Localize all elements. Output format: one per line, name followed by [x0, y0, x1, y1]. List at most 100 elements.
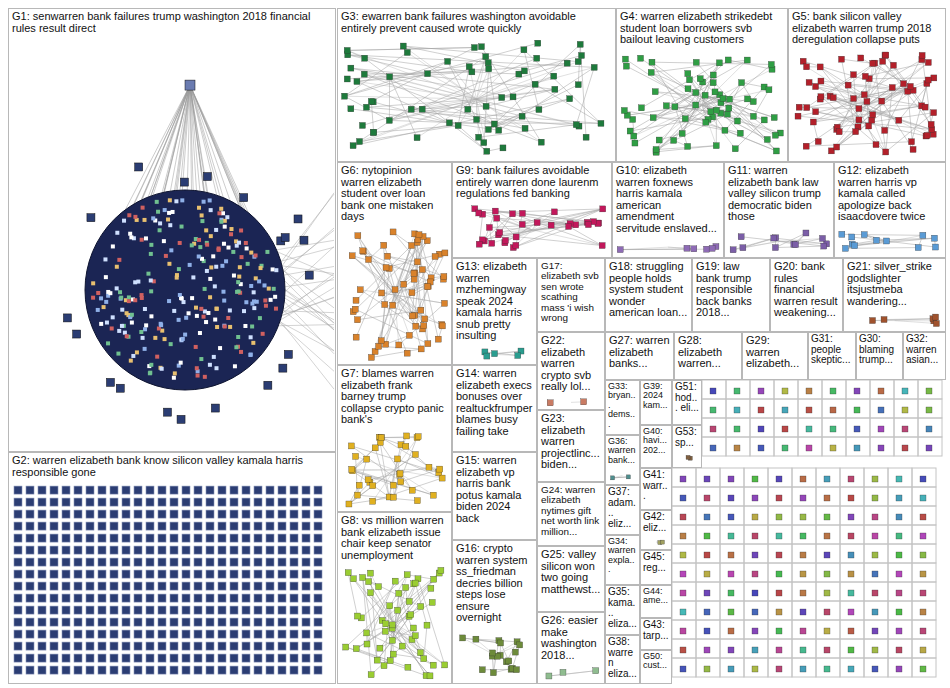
vertex-square [409, 487, 415, 493]
edge-line [458, 126, 487, 152]
vertex-square [486, 224, 492, 230]
vertex-square [223, 324, 227, 328]
vertex-square [213, 318, 217, 322]
vertex-square [169, 342, 173, 346]
vertex-square [290, 510, 298, 518]
vertex-square [772, 132, 778, 138]
vertex-square [129, 359, 133, 363]
vertex-square [356, 138, 362, 144]
vertex-square [693, 90, 699, 96]
vertex-square [685, 86, 691, 92]
vertex-square [412, 451, 418, 457]
vertex-square [710, 426, 716, 432]
vertex-square [225, 215, 229, 219]
vertex-square [263, 298, 267, 302]
vertex-square [631, 133, 637, 139]
edge-line [733, 241, 779, 249]
edge-line [899, 78, 934, 120]
vertex-square [734, 426, 740, 432]
vertex-square [290, 666, 298, 674]
vertex-square [254, 630, 262, 638]
vertex-square [254, 606, 262, 614]
edge-line [371, 256, 435, 357]
vertex-square [861, 232, 867, 238]
vertex-square [314, 582, 322, 590]
vertex-square [314, 558, 322, 566]
vertex-square [522, 125, 528, 131]
edge-line [377, 588, 431, 660]
vertex-square [538, 139, 544, 145]
edge-line [513, 222, 587, 247]
vertex-square [744, 57, 750, 63]
vertex-square [116, 352, 120, 356]
edge-line [352, 469, 434, 495]
vertex-square [62, 570, 70, 578]
group-cell [726, 399, 750, 418]
vertex-square [162, 239, 166, 243]
vertex-square [166, 217, 170, 221]
vertex-square [203, 375, 207, 379]
edge-line [729, 99, 775, 135]
vertex-square [234, 345, 238, 349]
vertex-square [208, 277, 212, 281]
vertex-square [179, 361, 183, 365]
vertex-square [50, 582, 58, 590]
vertex-square [381, 242, 387, 248]
vertex-square [50, 558, 58, 566]
vertex-square [74, 582, 82, 590]
vertex-square [926, 426, 932, 432]
vertex-square [134, 666, 142, 674]
edge-line [839, 99, 853, 132]
vertex-square [203, 309, 207, 313]
vertex-square [254, 654, 262, 662]
vertex-square [50, 546, 58, 554]
vertex-square [710, 80, 716, 86]
vertex-square [302, 618, 310, 626]
vertex-square [163, 408, 171, 416]
vertex-square [818, 94, 824, 100]
vertex-square [254, 666, 262, 674]
edge-line [848, 55, 886, 85]
vertex-square [26, 642, 34, 650]
edge-line [741, 237, 824, 246]
vertex-square [853, 129, 859, 135]
vertex-square [265, 250, 269, 254]
vertex-square [269, 298, 273, 302]
vertex-square [38, 546, 46, 554]
vertex-square [514, 667, 520, 673]
vertex-square [203, 173, 211, 181]
vertex-square [710, 388, 716, 394]
vertex-square [206, 606, 214, 614]
edge-line [625, 59, 712, 117]
vertex-square [172, 376, 176, 380]
vertex-square [196, 374, 200, 378]
vertex-square [387, 603, 393, 609]
vertex-square [278, 570, 286, 578]
edge-line [363, 251, 395, 295]
vertex-square [110, 594, 118, 602]
edge-line [807, 67, 867, 105]
edge-line [837, 90, 913, 147]
edge-line [348, 573, 357, 616]
vertex-square [220, 264, 224, 268]
edge-line [885, 55, 922, 130]
vertex-square [122, 534, 130, 542]
vertex-square [278, 534, 286, 542]
vertex-square [178, 293, 182, 297]
vertex-square [697, 76, 703, 82]
vertex-square [445, 58, 451, 64]
vertex-square [242, 582, 250, 590]
vertex-square [122, 546, 130, 554]
vertex-square [907, 83, 913, 89]
edge-line [656, 114, 727, 149]
vertex-square [363, 104, 369, 110]
vertex-square [74, 498, 82, 506]
vertex-square [195, 366, 199, 370]
vertex-square [38, 606, 46, 614]
vertex-square [86, 594, 94, 602]
vertex-square [566, 223, 572, 229]
vertex-square [403, 585, 409, 591]
edge-line [884, 318, 933, 320]
vertex-square [290, 654, 298, 662]
group-cell [822, 399, 846, 418]
